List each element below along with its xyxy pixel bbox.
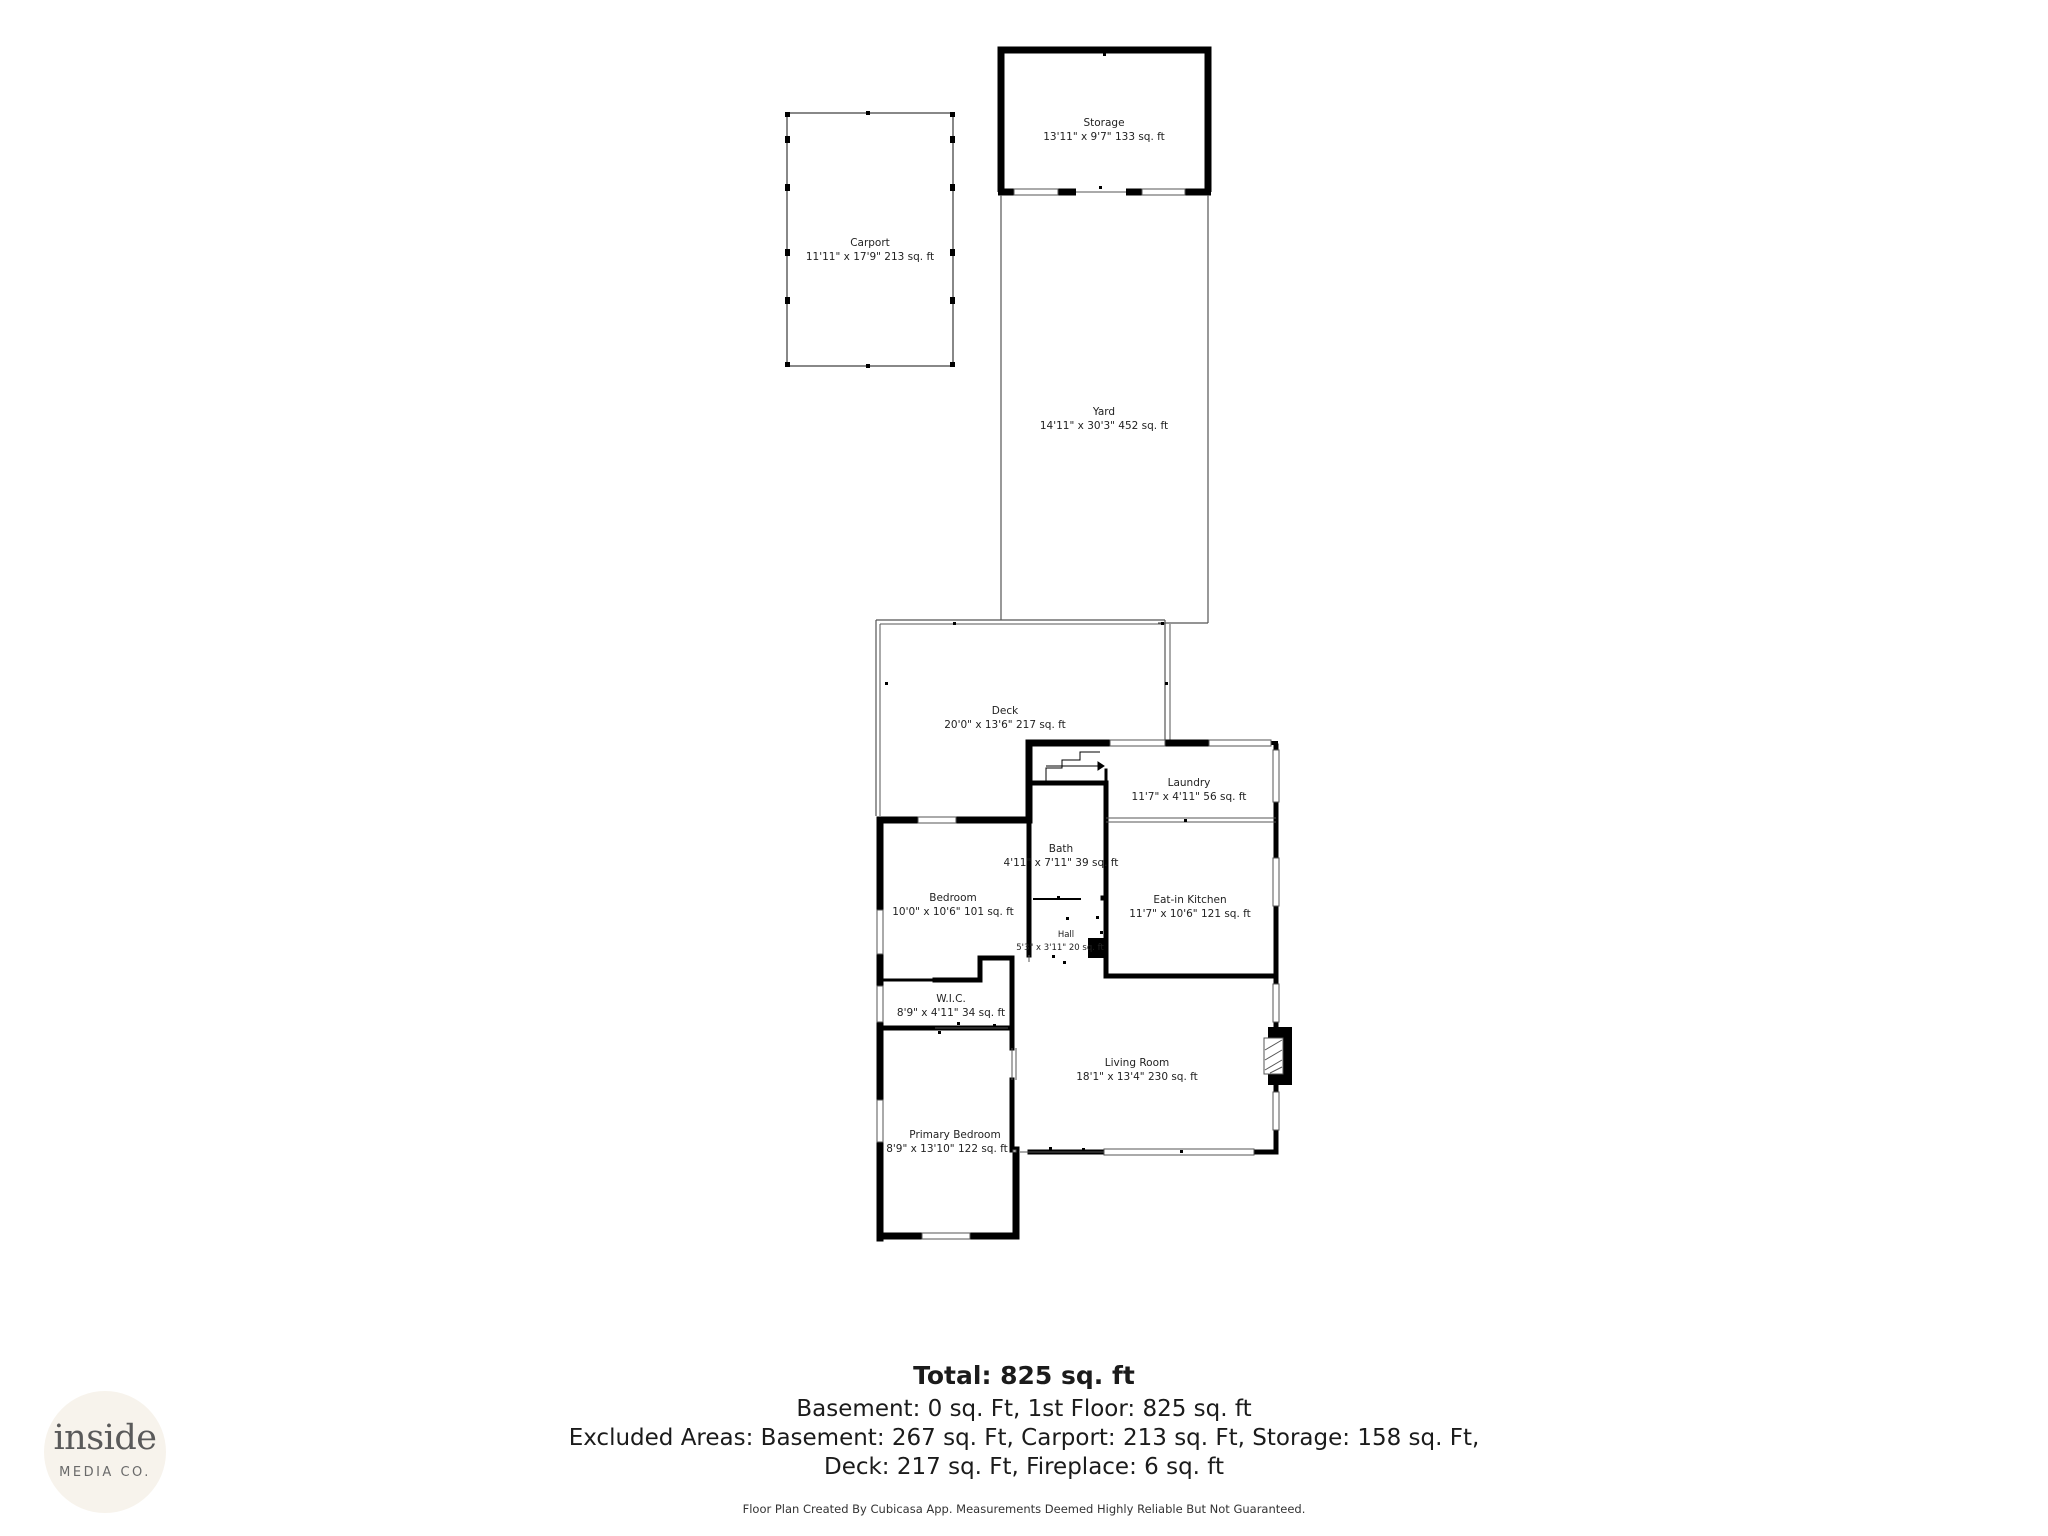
logo-wordmark: inside — [53, 1418, 157, 1458]
deck-label: Deck — [992, 705, 1019, 717]
kitchen-dims: 11'7" x 10'6" 121 sq. ft — [1129, 908, 1251, 920]
floor-areas: Basement: 0 sq. Ft, 1st Floor: 825 sq. f… — [796, 1396, 1252, 1422]
wic-label: W.I.C. — [936, 993, 966, 1005]
bath-dims: 4'11" x 7'11" 39 sq. ft — [1004, 857, 1119, 869]
room-labels: Storage 13'11" x 9'7" 133 sq. ft Carport… — [806, 117, 1251, 1155]
yard-dims: 14'11" x 30'3" 452 sq. ft — [1040, 420, 1168, 432]
kitchen-label: Eat-in Kitchen — [1153, 894, 1226, 906]
storage-dims: 13'11" x 9'7" 133 sq. ft — [1043, 131, 1165, 143]
laundry-label: Laundry — [1168, 777, 1211, 789]
excluded-areas-line1: Excluded Areas: Basement: 267 sq. Ft, Ca… — [568, 1425, 1480, 1451]
carport-area — [785, 111, 955, 368]
hall-label: Hall — [1058, 930, 1074, 940]
bath-label: Bath — [1049, 843, 1073, 855]
carport-label: Carport — [850, 237, 890, 249]
disclaimer: Floor Plan Created By Cubicasa App. Meas… — [742, 1502, 1306, 1516]
total-area: Total: 825 sq. ft — [913, 1361, 1135, 1390]
openings — [935, 817, 1276, 1153]
excluded-areas-line2: Deck: 217 sq. Ft, Fireplace: 6 sq. ft — [823, 1454, 1225, 1480]
laundry-dims: 11'7" x 4'11" 56 sq. ft — [1132, 791, 1247, 803]
bedroom-dims: 10'0" x 10'6" 101 sq. ft — [892, 906, 1014, 918]
storage-label: Storage — [1083, 117, 1124, 129]
door-markers — [938, 819, 1187, 1153]
logo-subtitle: MEDIA CO. — [59, 1465, 151, 1480]
primary-bedroom-label: Primary Bedroom — [909, 1129, 1000, 1141]
deck-dims: 20'0" x 13'6" 217 sq. ft — [944, 719, 1066, 731]
yard-label: Yard — [1092, 406, 1115, 418]
yard-area — [1000, 195, 1209, 624]
primary-bedroom-dims: 8'9" x 13'10" 122 sq. ft — [886, 1143, 1008, 1155]
carport-dims: 11'11" x 17'9" 213 sq. ft — [806, 251, 934, 263]
wic-dims: 8'9" x 4'11" 34 sq. ft — [897, 1007, 1005, 1019]
hall-pillar — [1088, 938, 1104, 958]
storage-area — [997, 46, 1212, 196]
hall-dims: 5'3" x 3'11" 20 sq. ft — [1016, 943, 1104, 953]
stairs — [1045, 751, 1105, 781]
deck-area — [875, 619, 1171, 816]
company-logo: inside MEDIA CO. — [44, 1391, 166, 1513]
living-room-dims: 18'1" x 13'4" 230 sq. ft — [1076, 1071, 1198, 1083]
windows — [876, 739, 1280, 1240]
living-room-label: Living Room — [1105, 1057, 1169, 1069]
fireplace — [1263, 1027, 1292, 1085]
bedroom-label: Bedroom — [929, 892, 977, 904]
